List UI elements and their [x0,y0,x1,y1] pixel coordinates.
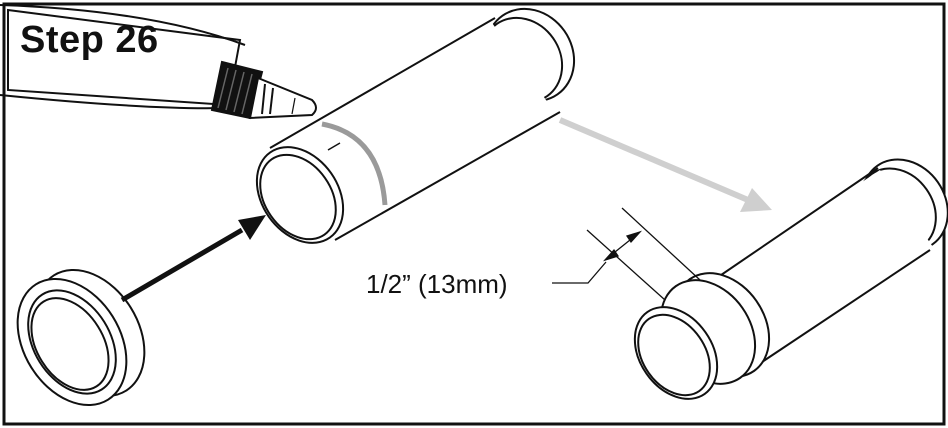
end-cap-ring-icon [16,268,146,407]
tube-left [255,7,576,244]
assembly-arrow [120,215,266,303]
dimension-callout [552,207,701,301]
tube-right [633,158,948,400]
step-title: Step 26 [20,19,159,61]
marker-pen-icon [0,4,317,120]
progression-arrow [558,117,772,212]
marking-band [321,121,388,206]
dimension-label: 1/2” (13mm) [366,269,508,299]
